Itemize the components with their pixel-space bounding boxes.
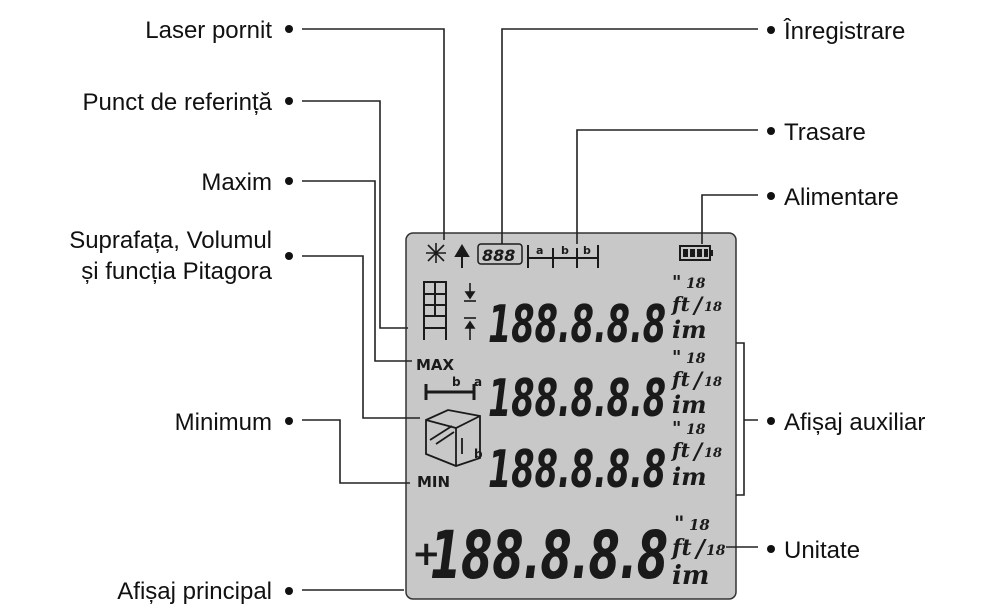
side-a-label: a: [474, 375, 482, 389]
dot-stakeout: [767, 127, 775, 135]
unit-inch-main: ": [674, 511, 684, 535]
leader-min: [302, 419, 410, 484]
unit-im-1: im: [672, 315, 707, 344]
unit-ft-3: ft: [670, 438, 691, 462]
dot-laser: [285, 25, 293, 33]
max-indicator: MAX: [416, 356, 455, 374]
volume-box-icon: [425, 409, 481, 467]
bullet-dots: [285, 25, 775, 595]
aux-display-2: 188.8.8.8: [488, 369, 666, 429]
dimension-bar-icon: [424, 384, 476, 400]
stakeout-b2-label: b: [583, 244, 591, 257]
dot-main: [285, 587, 293, 595]
unit-frac-top-2: 18: [686, 351, 706, 367]
dot-power: [767, 192, 775, 200]
memory-frame: [477, 243, 523, 265]
leader-max: [302, 180, 412, 362]
aux-display-3: 188.8.8.8: [488, 440, 666, 500]
unit-frac-top-3: 18: [686, 422, 706, 438]
stakeout-b1-label: b: [561, 244, 569, 257]
leader-laser: [302, 28, 445, 240]
unit-frac-top-main: 18: [689, 516, 710, 534]
reference-arrows-icon: [464, 283, 476, 340]
unit-ft-main: ft: [670, 535, 692, 561]
leader-power: [701, 194, 758, 244]
dot-max: [285, 177, 293, 185]
leader-lines: [302, 28, 758, 591]
lcd-panel: [405, 232, 737, 600]
label-aux: Afișaj auxiliar: [784, 409, 925, 436]
label-min: Minimum: [175, 409, 272, 436]
unit-im-main: im: [672, 561, 709, 591]
unit-inch-3: ": [672, 418, 681, 439]
unit-ft-2: ft: [670, 367, 691, 391]
min-indicator: MIN: [417, 473, 450, 491]
label-max: Maxim: [201, 169, 272, 196]
unit-im-2: im: [672, 390, 707, 419]
box-b-label: b: [474, 447, 483, 461]
label-record: Înregistrare: [783, 18, 905, 45]
reference-point-icon: [423, 281, 447, 340]
label-main: Afișaj principal: [117, 578, 272, 605]
stakeout-a-label: a: [536, 244, 543, 257]
battery-icon: [679, 245, 713, 261]
unit-slash-3: /: [692, 439, 704, 465]
leader-area: [302, 255, 420, 419]
label-stakeout: Trasare: [784, 119, 866, 146]
label-power: Alimentare: [784, 184, 899, 211]
laser-icon: [426, 243, 446, 263]
label-laser: Laser pornit: [145, 17, 272, 44]
dot-record: [767, 26, 775, 34]
dot-unit: [767, 545, 775, 553]
sign-indicator: +: [412, 534, 441, 574]
unit-frac-bot-3: 18: [704, 446, 722, 461]
leader-aux: [736, 342, 758, 496]
unit-slash-main: /: [694, 534, 707, 563]
dot-aux: [767, 417, 775, 425]
unit-frac-bot-1: 18: [704, 300, 722, 315]
unit-ft-1: ft: [670, 292, 691, 316]
unit-frac-bot-2: 18: [704, 375, 722, 390]
memory-digits: 888: [482, 246, 515, 265]
label-area-line2: și funcția Pitagora: [81, 258, 272, 285]
unit-inch-1: ": [672, 272, 681, 293]
unit-inch-2: ": [672, 347, 681, 368]
leader-reference: [302, 100, 408, 329]
up-arrow-icon: [454, 244, 470, 268]
leader-stakeout: [576, 129, 758, 244]
stakeout-icon: [527, 245, 599, 268]
leader-record: [501, 28, 758, 244]
side-b-label: b: [452, 375, 461, 389]
unit-slash-2: /: [692, 368, 704, 394]
unit-frac-bot-main: 18: [706, 543, 726, 559]
unit-im-3: im: [672, 462, 707, 491]
unit-frac-top-1: 18: [686, 276, 706, 292]
label-unit: Unitate: [784, 537, 860, 564]
dot-min: [285, 417, 293, 425]
dot-area: [285, 252, 293, 260]
dot-reference: [285, 97, 293, 105]
unit-slash-1: /: [692, 293, 704, 319]
aux-display-1: 188.8.8.8: [488, 295, 666, 355]
label-reference: Punct de referință: [83, 89, 273, 116]
label-area-line1: Suprafața, Volumul: [69, 227, 272, 254]
main-display: 188.8.8.8: [430, 517, 668, 594]
